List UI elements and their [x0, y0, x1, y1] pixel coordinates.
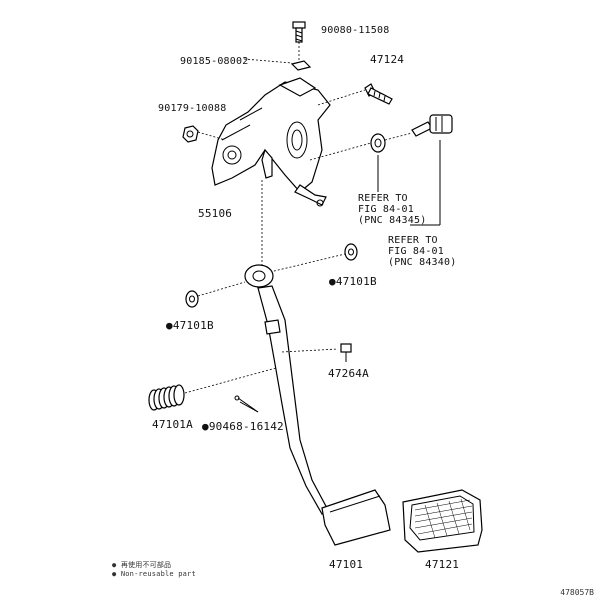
figure-id: 478057B [560, 588, 594, 597]
bushing-left [185, 290, 199, 308]
legend-line-2-text: Non-reusable part [120, 570, 196, 578]
ref-note-2-line3: (PNC 84340) [388, 257, 457, 268]
non-reusable-marker-icon: ● [202, 420, 209, 433]
return-spring [148, 384, 185, 411]
part-label-47101A: 47101A [152, 418, 193, 431]
stopper-bolt [340, 343, 352, 362]
part-label-90468-16142: ●90468-16142 [202, 421, 284, 432]
part-label-90080-11508: 90080-11508 [321, 25, 390, 36]
part-label-47101B-left: ●47101B [166, 320, 214, 331]
cotter-pin [234, 395, 259, 413]
pedal-pad [402, 489, 483, 553]
ref-note-2-line1: REFER TO [388, 235, 438, 246]
pedal-bracket [211, 77, 331, 207]
stop-lamp-switch [411, 114, 453, 137]
legend-note: ● 再使用不可部品 ● Non-reusable part [112, 561, 196, 579]
brake-pedal-arm [244, 264, 391, 546]
stop-lamp-collar [370, 133, 386, 153]
part-label-47264A: 47264A [328, 367, 369, 380]
flange-nut [182, 125, 199, 143]
part-label-90185-08002: 90185-08002 [180, 56, 249, 67]
ref-note-1-line2: FIG 84-01 [358, 204, 414, 215]
clip-nut [290, 60, 312, 71]
part-label-text: 90468-16142 [208, 420, 284, 433]
part-label-90179-10088: 90179-10088 [158, 103, 227, 114]
part-label-55106: 55106 [198, 207, 233, 220]
part-label-47101: 47101 [329, 558, 364, 571]
ref-note-1-line3: (PNC 84345) [358, 215, 427, 226]
ref-note-1: REFER TO FIG 84-01 (PNC 84345) [358, 193, 426, 226]
ref-note-2-line2: FIG 84-01 [388, 246, 444, 257]
part-label-47121: 47121 [425, 558, 460, 571]
part-label-47101B-right: ●47101B [329, 276, 377, 287]
top-bolt [292, 21, 306, 43]
ref-note-1-line1: REFER TO [358, 193, 408, 204]
part-label-47124: 47124 [370, 53, 405, 66]
legend-line-1-text: 再使用不可部品 [120, 561, 172, 569]
legend-line-1: ● 再使用不可部品 [112, 561, 196, 570]
legend-line-2: ● Non-reusable part [112, 570, 196, 579]
pivot-bolt-47124 [364, 83, 393, 105]
non-reusable-marker-icon: ● [112, 570, 121, 578]
non-reusable-marker-icon: ● [112, 561, 121, 569]
part-label-text: 47101B [172, 319, 214, 332]
bushing-right [344, 243, 358, 261]
non-reusable-marker-icon: ● [166, 319, 173, 332]
ref-note-2: REFER TO FIG 84-01 (PNC 84340) [388, 235, 456, 268]
non-reusable-marker-icon: ● [329, 275, 336, 288]
part-label-text: 47101B [335, 275, 377, 288]
